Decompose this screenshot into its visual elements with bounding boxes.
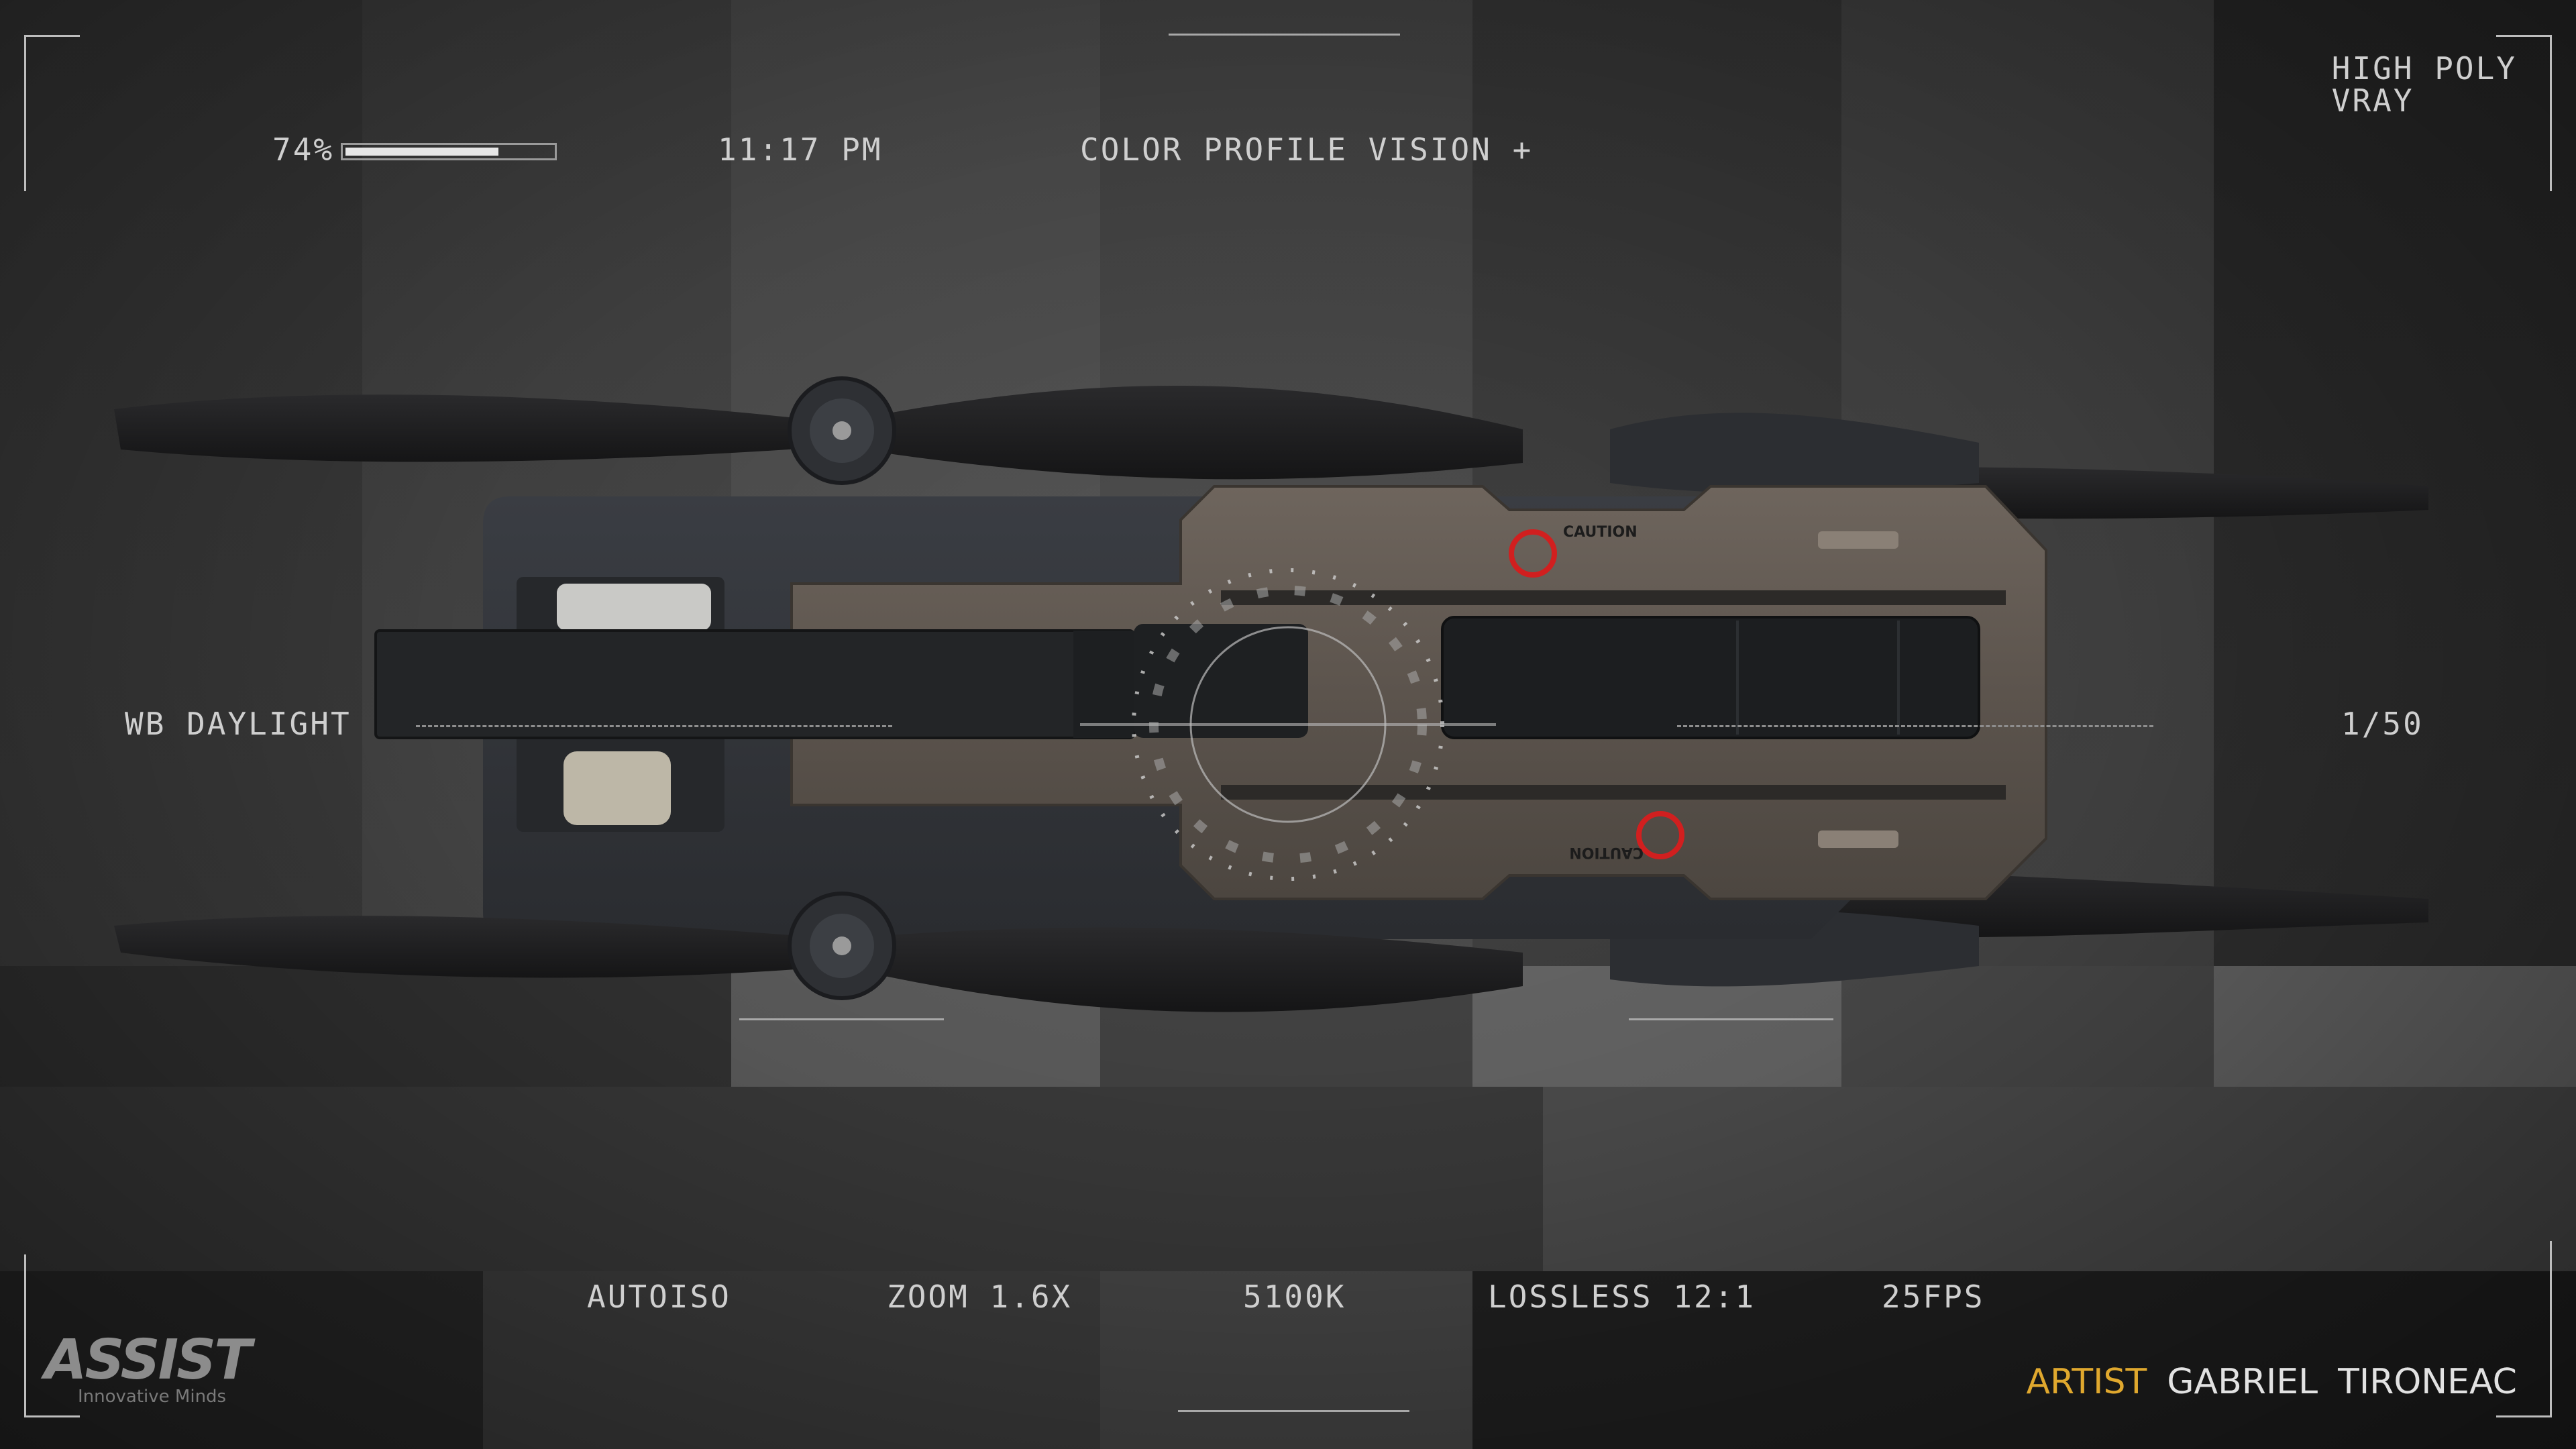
sensor-module <box>1134 624 1308 738</box>
bg-block <box>483 1271 1100 1449</box>
motor-hub-bolt <box>833 421 851 440</box>
frame-tick-top <box>1169 34 1400 36</box>
frame-corner-bottom-left <box>24 1254 80 1417</box>
crosshair-right <box>1677 725 2153 727</box>
bg-block <box>1543 1087 2576 1271</box>
plate-slot <box>1221 590 2006 605</box>
bg-column <box>0 0 362 966</box>
white-balance: WB DAYLIGHT <box>125 706 352 742</box>
caution-label: CAUTION <box>1563 524 1638 541</box>
assist-logo: ASSIST Innovative Minds <box>44 1328 252 1407</box>
bg-block <box>2214 966 2576 1087</box>
render-quality: HIGH POLY <box>2331 50 2517 87</box>
zoom-level: ZOOM 1.6X <box>887 1279 1073 1315</box>
propeller-blade <box>114 394 839 462</box>
motor-hub-bolt <box>833 936 851 955</box>
color-temperature: 5100K <box>1243 1279 1346 1315</box>
logo-tagline: Innovative Minds <box>78 1387 227 1407</box>
rear-arm <box>1610 413 1979 493</box>
bg-block <box>1472 1271 2576 1449</box>
propeller-blade <box>114 916 839 978</box>
frame-corner-bottom-right <box>2496 1241 2552 1417</box>
bg-block <box>0 1087 1543 1271</box>
plate-slot <box>1221 785 2006 800</box>
center-line <box>1080 723 1496 726</box>
gimbal-part <box>557 584 711 631</box>
bg-block <box>0 1271 483 1449</box>
frame-tick-bottom <box>1178 1410 1409 1412</box>
credit-role: ARTIST <box>2026 1362 2147 1402</box>
crosshair-left <box>416 725 892 727</box>
battery-pack-end <box>1073 631 1134 738</box>
frame-corner-top-right <box>2496 35 2552 191</box>
propeller-blade <box>839 386 1523 480</box>
artist-credit: ARTIST GABRIEL TIRONEAC <box>2026 1362 2517 1402</box>
credit-first-name: GABRIEL <box>2167 1362 2318 1402</box>
battery-bar-fill <box>345 148 498 156</box>
frame-corner-top-left <box>24 35 80 191</box>
render-info: HIGH POLY VRAY <box>2332 52 2517 117</box>
bg-block <box>1472 966 1841 1087</box>
bg-block <box>1841 966 2214 1087</box>
bg-block <box>0 966 731 1087</box>
color-profile: COLOR PROFILE VISION + <box>1080 131 1534 168</box>
battery-pack <box>374 629 1135 739</box>
plate-latch <box>1818 531 1898 549</box>
battery-bar <box>341 143 557 160</box>
iso-mode: AUTOISO <box>587 1279 731 1315</box>
shutter-speed: 1/50 <box>2341 706 2424 742</box>
render-engine: VRAY <box>2331 83 2414 119</box>
bg-block <box>1100 1271 1472 1449</box>
gimbal-part <box>564 751 671 825</box>
credit-last-name: TIRONEAC <box>2338 1362 2517 1402</box>
frame-tick-mid <box>1629 1018 1833 1020</box>
caution-label: CAUTION <box>1569 844 1644 861</box>
plate-latch <box>1818 830 1898 848</box>
compression: LOSSLESS 12:1 <box>1488 1279 1756 1315</box>
propeller-blade <box>839 927 1523 1012</box>
caution-ring-icon <box>1509 529 1557 578</box>
rear-battery <box>1441 616 1980 739</box>
logo-word: ASSIST <box>44 1328 252 1392</box>
frame-tick-mid <box>739 1018 944 1020</box>
clock-time: 11:17 PM <box>718 131 883 168</box>
frame-rate: 25FPS <box>1882 1279 1985 1315</box>
caution-ring-icon <box>1636 811 1684 859</box>
battery-percent: 74% <box>272 131 335 168</box>
